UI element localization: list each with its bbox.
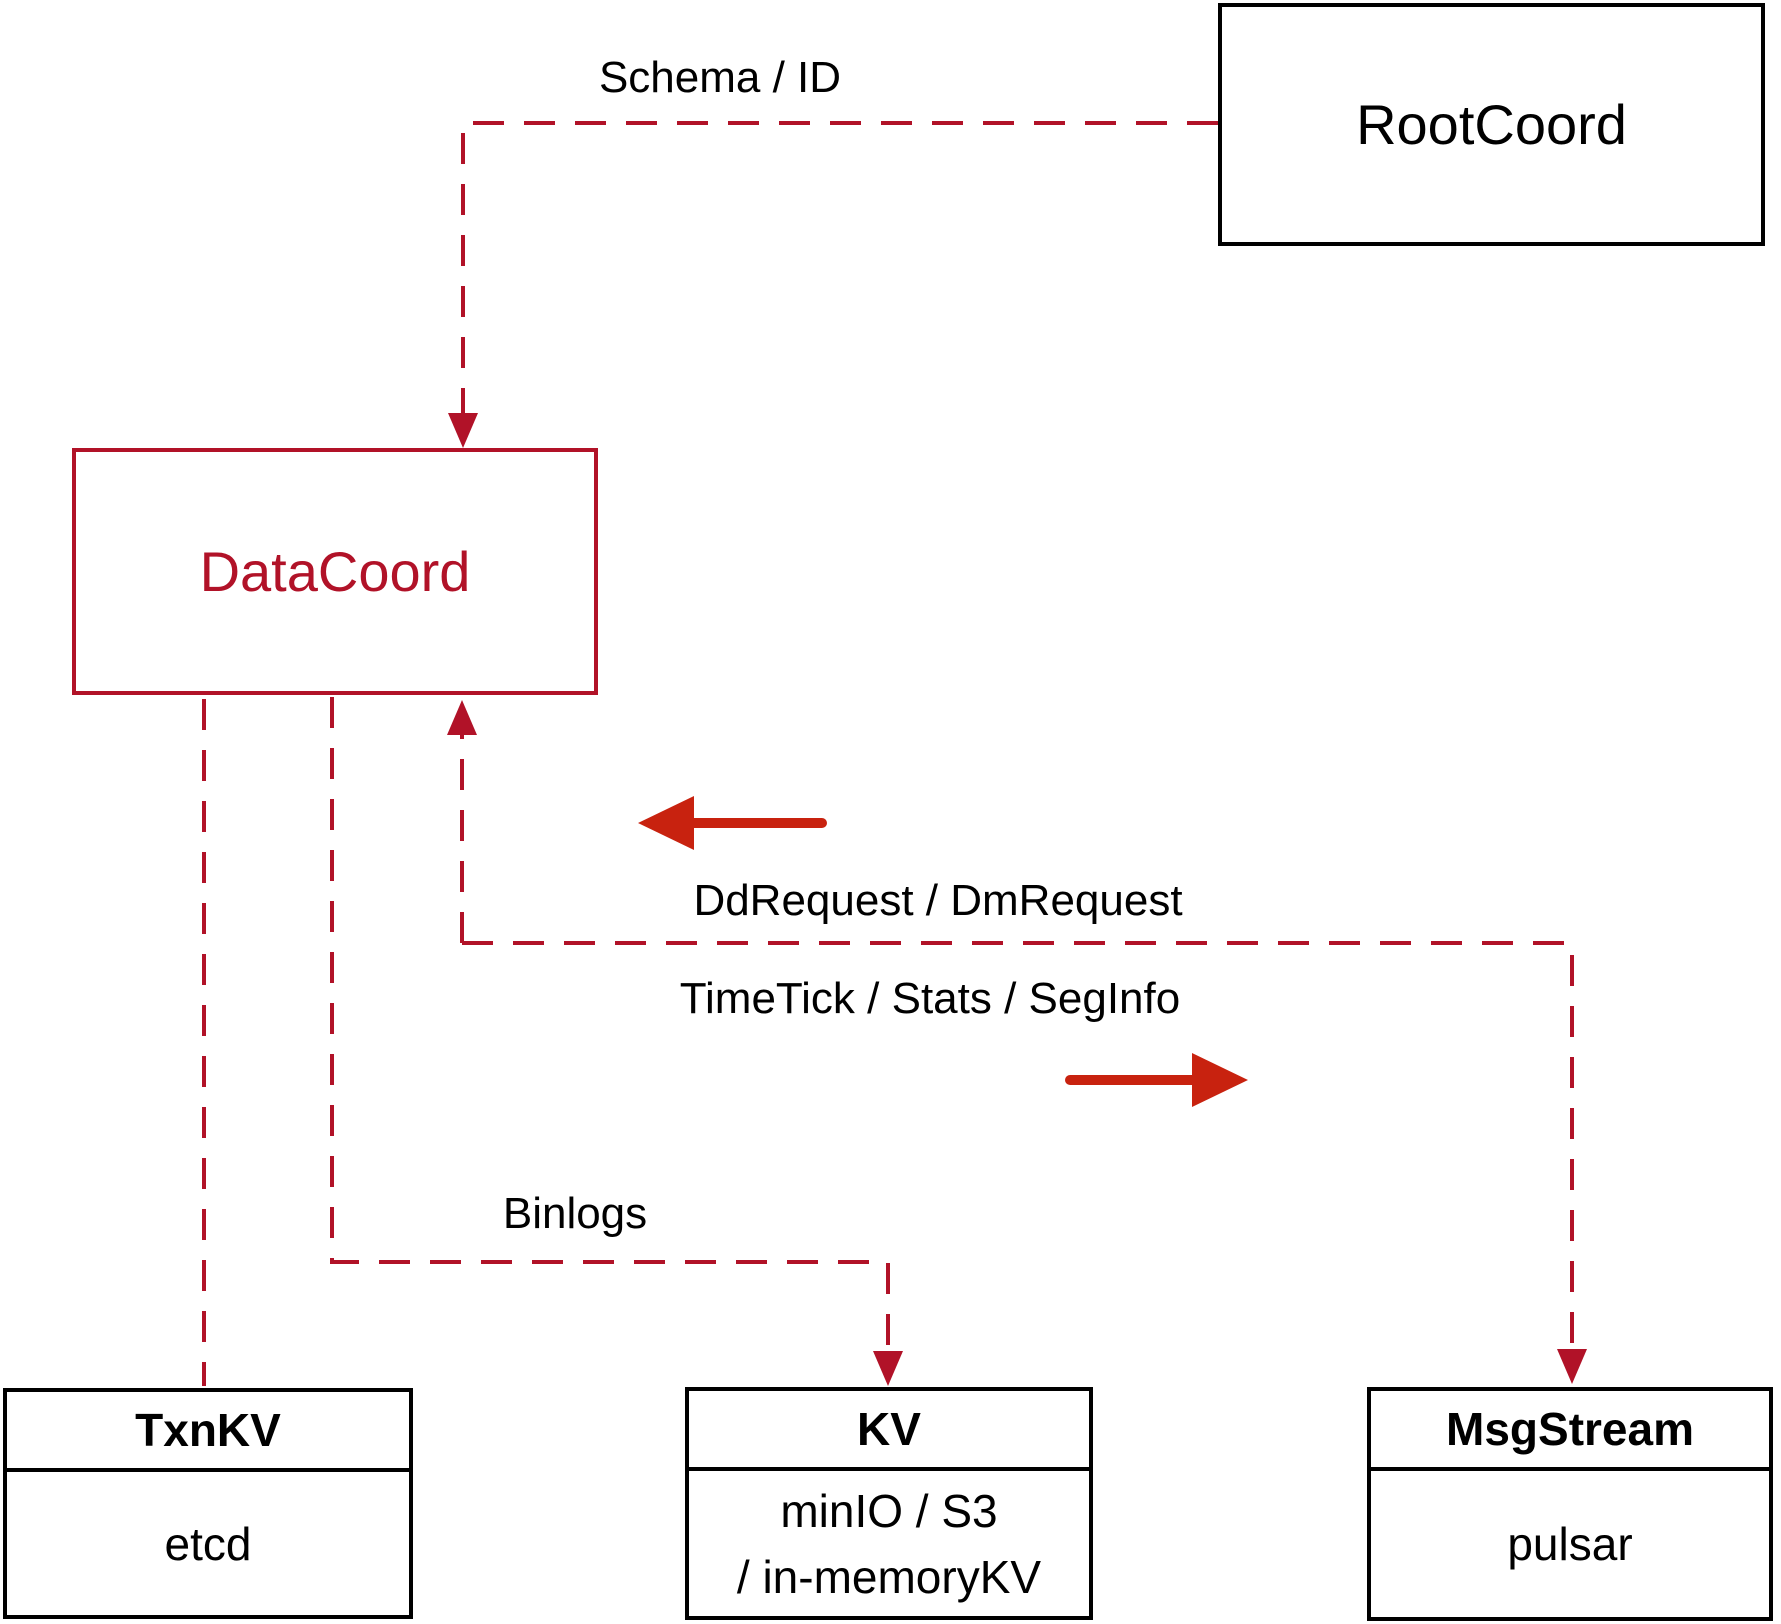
- kv-body-line2: / in-memoryKV: [736, 1550, 1042, 1603]
- txnkv-body: etcd: [164, 1517, 252, 1570]
- arrowhead-into-kv-icon: [873, 1351, 903, 1386]
- datacoord-label: DataCoord: [199, 540, 471, 603]
- schema-id-edge-label: Schema / ID: [598, 53, 842, 102]
- arrowhead-into-msgstream-icon: [1557, 1349, 1587, 1384]
- left-direction-arrow-icon: [638, 796, 827, 850]
- txnkv-title: TxnKV: [7, 1392, 409, 1472]
- txnkv-box: TxnKV etcd: [3, 1388, 413, 1619]
- rootcoord-label: RootCoord: [1356, 93, 1627, 156]
- msgstream-box: MsgStream pulsar: [1367, 1387, 1773, 1621]
- kv-title: KV: [689, 1391, 1089, 1471]
- arrowhead-into-datacoord-bottom-icon: [447, 700, 477, 735]
- edge-schema-id: [461, 121, 1218, 432]
- msgstream-title: MsgStream: [1371, 1391, 1769, 1471]
- rootcoord-box: RootCoord: [1218, 3, 1765, 246]
- kv-body-line1: minIO / S3: [780, 1484, 998, 1537]
- right-direction-arrow-icon: [1065, 1053, 1248, 1107]
- binlogs-edge-label: Binlogs: [502, 1189, 648, 1238]
- edge-binlogs: [330, 697, 890, 1370]
- arrowhead-into-datacoord-top-icon: [448, 413, 478, 448]
- datacoord-box: DataCoord: [72, 448, 598, 695]
- edge-timetick-horizontal: [462, 941, 1574, 1366]
- msgstream-body: pulsar: [1507, 1518, 1633, 1570]
- timetick-edge-label: TimeTick / Stats / SegInfo: [679, 974, 1181, 1023]
- kv-box: KV minIO / S3 / in-memoryKV: [685, 1387, 1093, 1620]
- ddrequest-edge-label: DdRequest / DmRequest: [693, 876, 1183, 925]
